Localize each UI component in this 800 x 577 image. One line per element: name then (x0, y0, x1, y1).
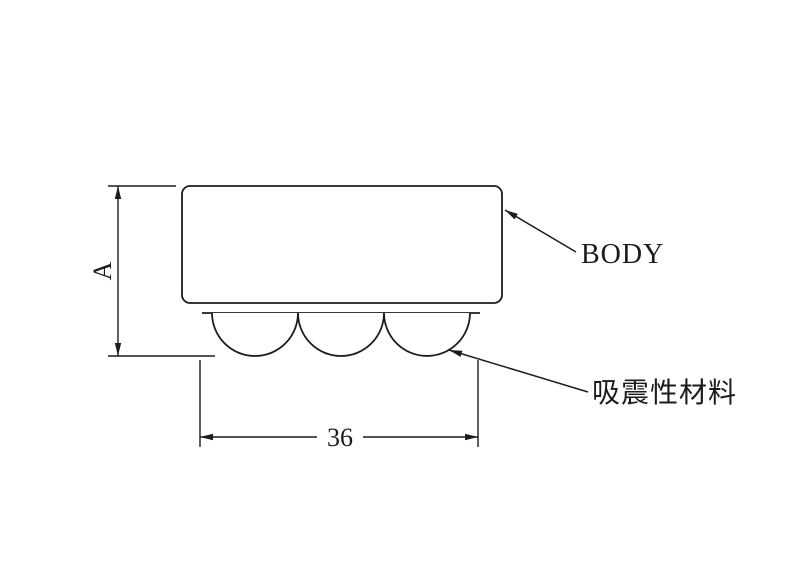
material-label: 吸震性材料 (592, 377, 737, 409)
body-label: BODY (581, 239, 664, 270)
shock-dome-left (211, 312, 299, 357)
dimension-width-label: 36 (327, 423, 353, 452)
body-callout: BODY (504, 209, 664, 270)
dimension-a-label: A (88, 261, 117, 280)
body-outline (181, 185, 503, 304)
dimension-width (199, 360, 479, 447)
object-geometry (181, 185, 503, 357)
shock-dome-right (383, 312, 471, 357)
body-leader-line (504, 209, 577, 253)
shock-dome-middle (297, 312, 385, 357)
material-callout: 吸震性材料 (448, 349, 737, 409)
dimension-a (108, 185, 215, 357)
material-leader-line (448, 349, 589, 393)
